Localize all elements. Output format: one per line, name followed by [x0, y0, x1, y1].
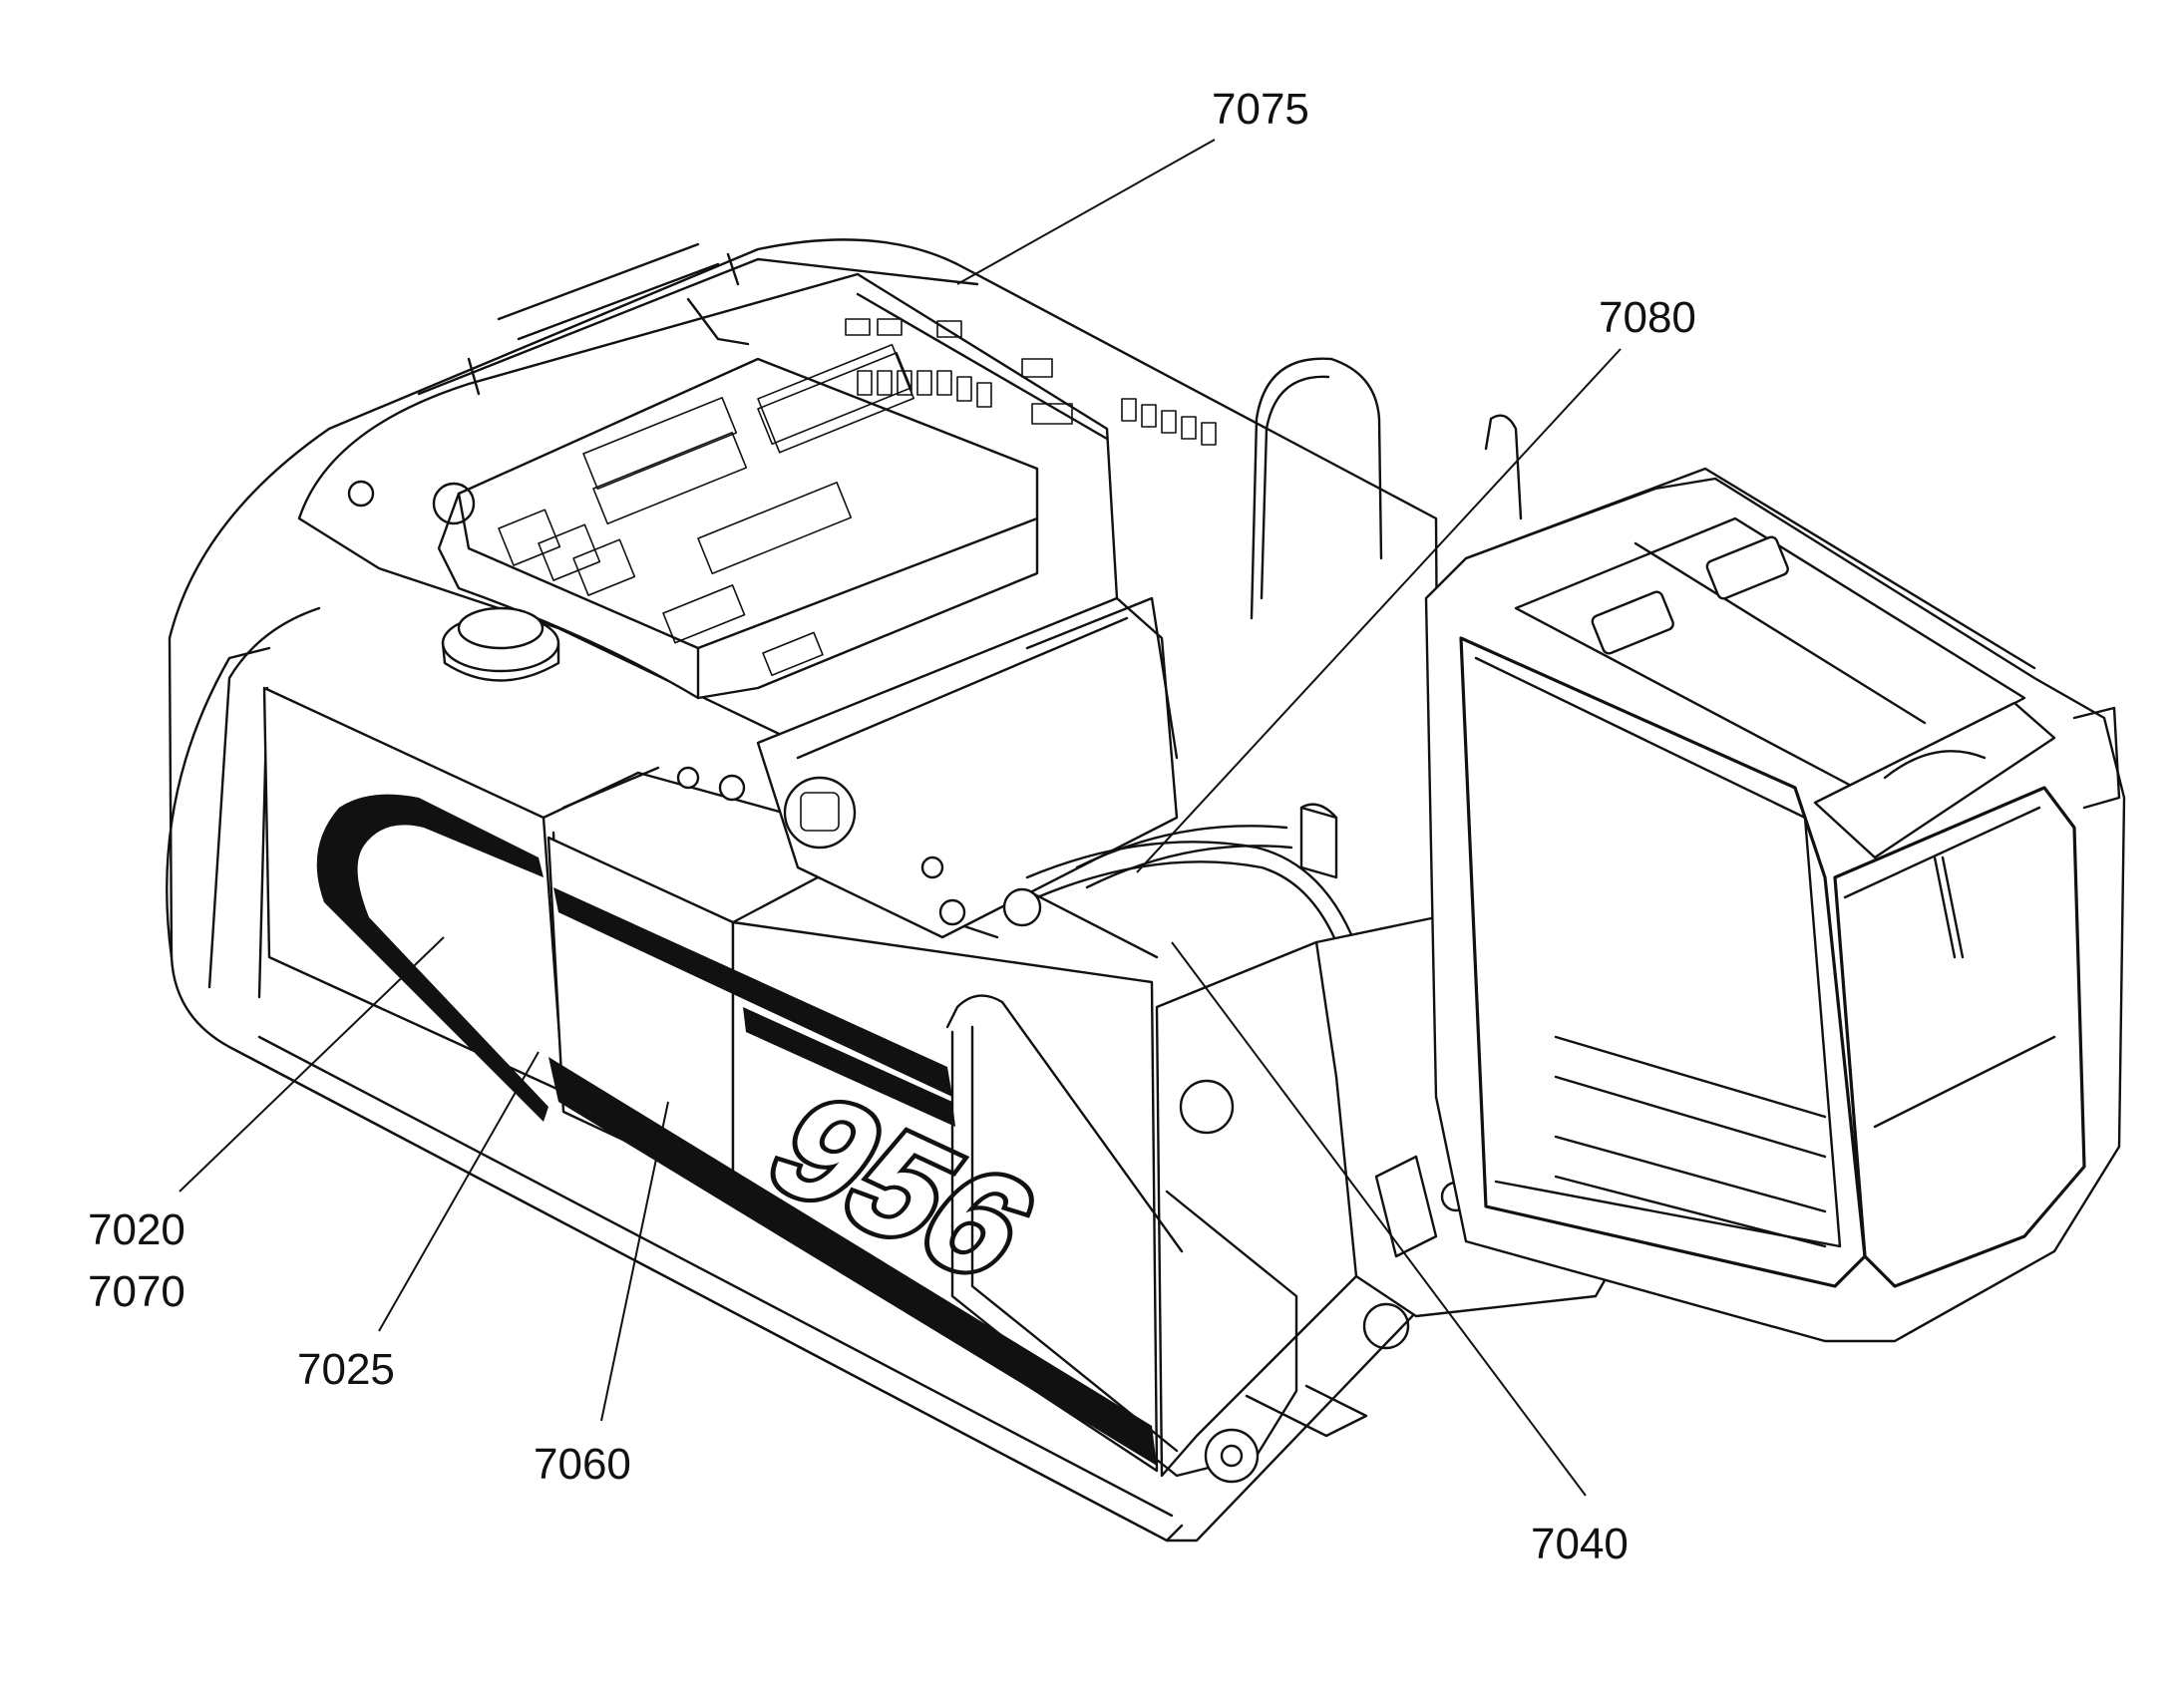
leader-7020 — [179, 936, 445, 1193]
decal-stripes — [316, 794, 1157, 1466]
leader-7060 — [600, 1101, 669, 1422]
engine-hood — [297, 242, 1217, 745]
callout-7070: 7070 — [88, 1267, 185, 1316]
operator-cab — [1424, 467, 2126, 1343]
callout-7060: 7060 — [534, 1440, 631, 1489]
centre-compartment — [676, 357, 1523, 989]
leader-7075 — [956, 139, 1216, 285]
side-doors — [262, 686, 1159, 1473]
leader-7080 — [1136, 348, 1622, 873]
leader-lines — [179, 139, 1622, 1497]
callout-7040: 7040 — [1531, 1520, 1629, 1568]
callout-labels: 7075 7080 7020 7070 7025 7060 7040 — [88, 85, 1696, 1568]
callout-7025: 7025 — [297, 1345, 395, 1394]
leader-7040 — [1171, 941, 1587, 1497]
leader-7025 — [378, 1051, 540, 1332]
callout-7080: 7080 — [1599, 293, 1696, 342]
callout-7020: 7020 — [88, 1205, 185, 1254]
callout-7075: 7075 — [1212, 85, 1309, 134]
